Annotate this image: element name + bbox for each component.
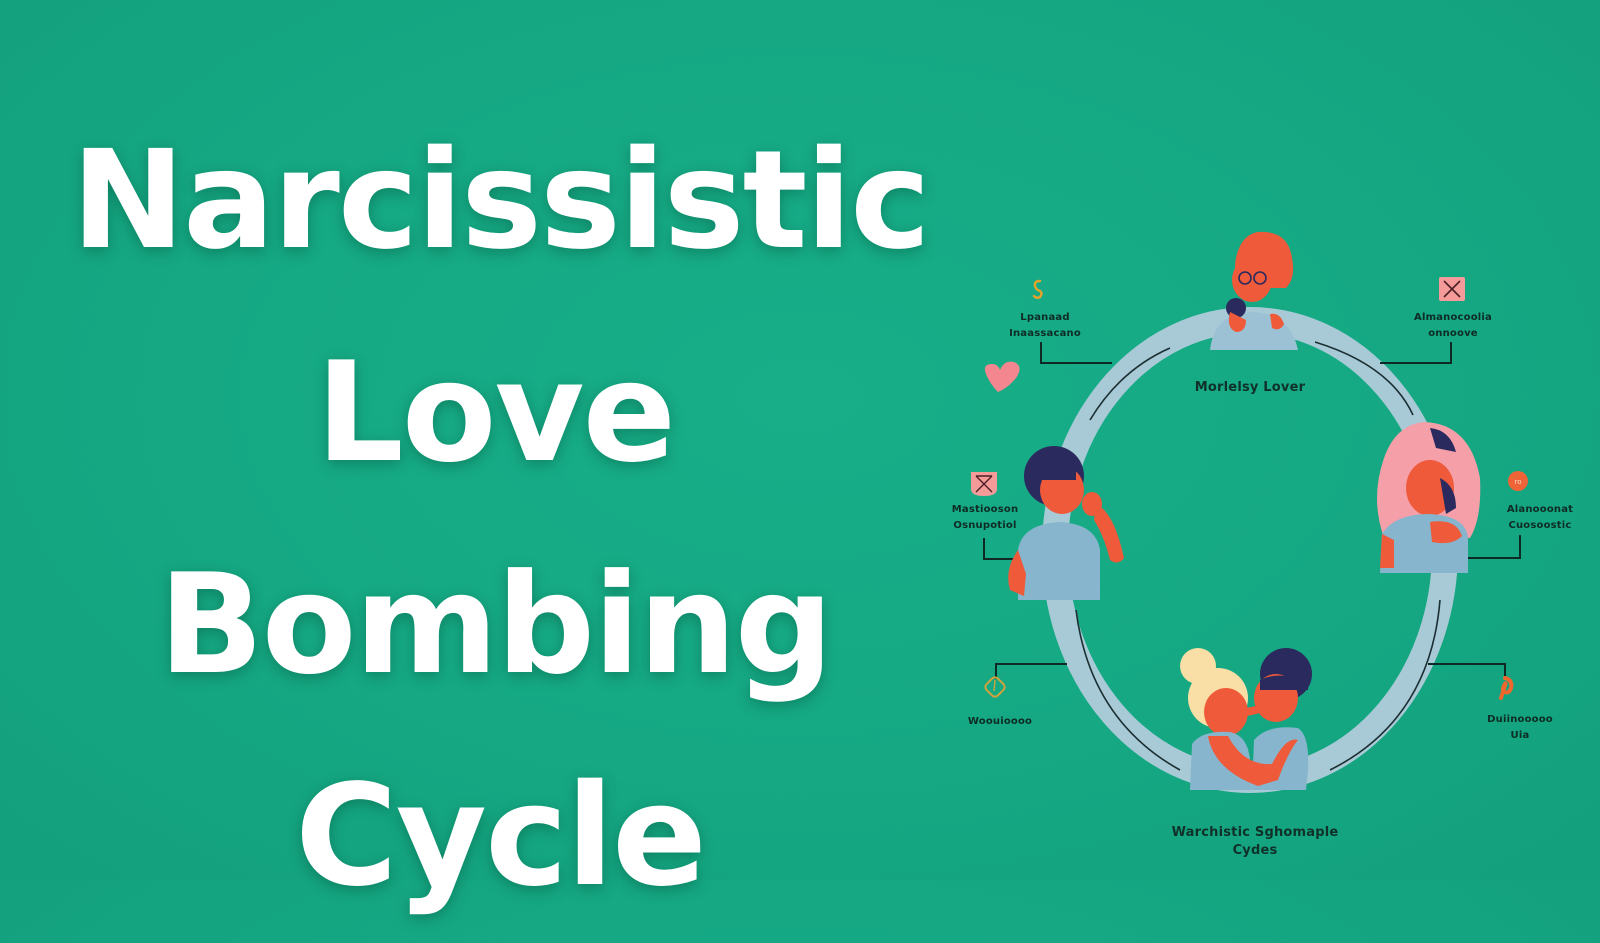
- x-box-icon: [1439, 277, 1465, 301]
- stage-label-line: Mastiooson: [951, 504, 1019, 515]
- center-label: Morlelsy Lover: [1194, 380, 1306, 395]
- x-box-icon: [971, 472, 997, 496]
- stage-label-line: Woouioooo: [967, 716, 1033, 727]
- orange-ribbon-icon: [1499, 676, 1514, 700]
- stage-label-line: Inaassacano: [1009, 328, 1081, 339]
- svg-text:ro: ro: [1514, 478, 1521, 486]
- figure-bottom-couple: [1180, 648, 1312, 790]
- stage-label-line: Duiinooooo: [1487, 714, 1553, 725]
- stage-label-line: Alanooonat: [1506, 504, 1574, 515]
- leader-line-top-right: [1380, 342, 1452, 364]
- bottom-label: Warchistic Sghomaple Cydes: [1140, 824, 1370, 860]
- bottom-label-line: Cydes: [1232, 843, 1278, 858]
- stage-label-middle-right: Alanooonat Cuosoostic: [1490, 502, 1590, 534]
- stage-label-line: Almanocoolia: [1414, 312, 1492, 323]
- stage-label-line: Cuosoostic: [1508, 520, 1572, 531]
- cycle-diagram: ro Lpanaad Inaassacano Almanocoolia onno…: [930, 231, 1590, 860]
- leader-line-bottom-left: [995, 663, 1067, 679]
- diamond-ring-icon: [984, 676, 1006, 698]
- stage-label-bottom-right: Duiinooooo Uia: [1470, 712, 1570, 744]
- stage-label-line: Uia: [1510, 730, 1530, 741]
- stage-label-top-left: Lpanaad Inaassacano: [990, 310, 1100, 342]
- leader-line-bottom-right: [1428, 663, 1506, 679]
- figure-right-woman: [1377, 422, 1481, 573]
- leader-line-middle-right: [1465, 535, 1521, 559]
- leader-line-top-left: [1040, 342, 1112, 364]
- orange-circle-icon: ro: [1508, 471, 1528, 491]
- title-line-2: Love Bombing: [158, 332, 834, 705]
- stage-label-line: onnoove: [1428, 328, 1478, 339]
- title-line-1: Narcissistic: [71, 122, 931, 280]
- figure-top-woman: [1210, 231, 1298, 350]
- bottom-label-line: Warchistic Sghomaple: [1171, 825, 1339, 840]
- stage-label-line: Osnupotiol: [953, 520, 1017, 531]
- heart-icon: [984, 361, 1020, 392]
- stage-label-bottom-left: Woouioooo: [950, 714, 1050, 730]
- stage-label-line: Lpanaad: [1020, 312, 1070, 323]
- leader-line-middle-left: [983, 538, 1025, 560]
- stage-label-top-right: Almanocoolia onnoove: [1398, 310, 1508, 342]
- stage-label-middle-left: Mastiooson Osnupotiol: [930, 502, 1040, 534]
- figure-left-man: [1008, 446, 1124, 600]
- page-title: Narcissistic Love Bombing Cycle: [0, 95, 1000, 943]
- hook-icon: [1032, 279, 1043, 299]
